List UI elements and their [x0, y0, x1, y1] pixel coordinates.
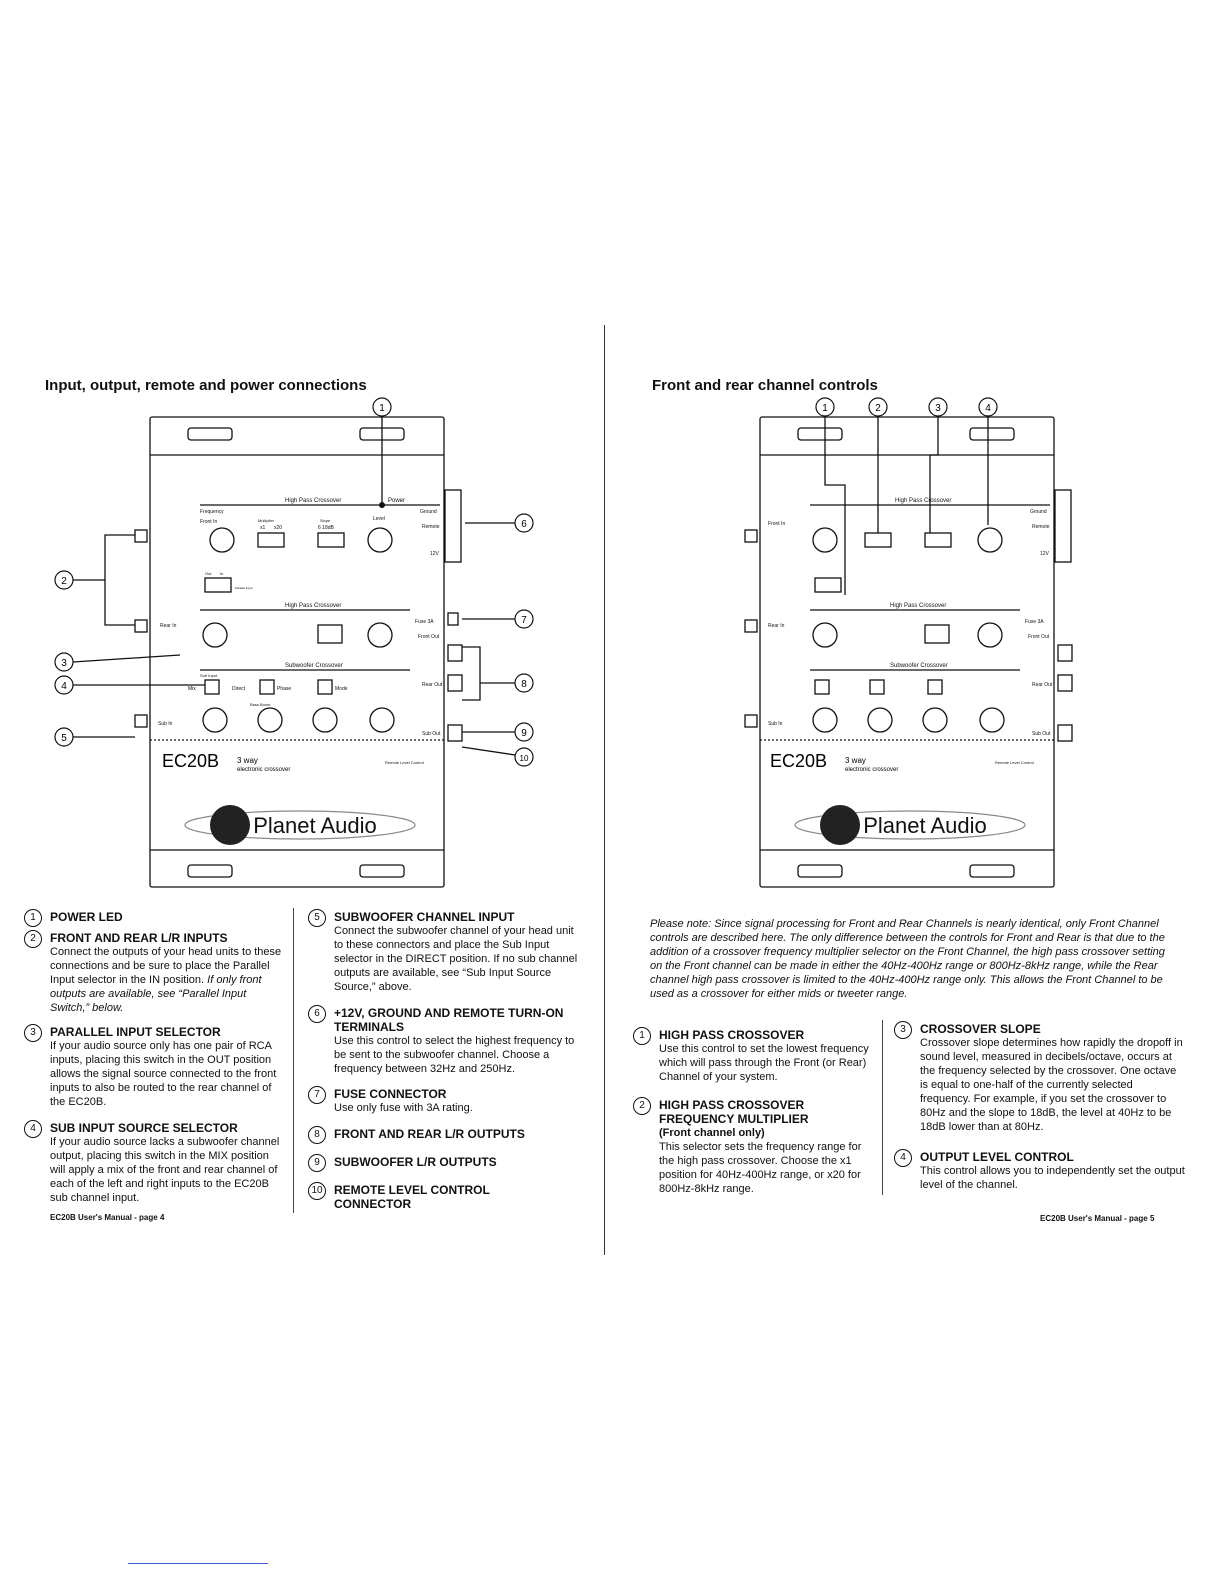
- subwoofer-crossover-label: Subwoofer Crossover: [285, 663, 343, 669]
- direct-label: Direct: [232, 686, 246, 692]
- left-callout-1: 1: [379, 403, 385, 414]
- left-page-title: Input, output, remote and power connecti…: [45, 377, 367, 394]
- multiplier-label: Multiplier: [258, 518, 275, 523]
- in-label: In: [220, 571, 223, 576]
- left-callout-2: 2: [61, 576, 67, 587]
- rear-in-label: Rear In: [160, 623, 177, 629]
- left-callout-10: 10: [520, 754, 529, 763]
- r-rear-in-label: Rear In: [768, 623, 785, 629]
- svg-text:Planet Audio: Planet Audio: [863, 813, 987, 838]
- remote-level-label: Remote Level Control: [385, 760, 424, 765]
- fuse-label: Fuse 3A: [415, 619, 434, 625]
- hp-crossover-label: High Pass Crossover: [285, 498, 341, 504]
- right-callout-4: 4: [985, 403, 991, 414]
- r-model-label: EC20B: [770, 751, 827, 771]
- r-front-in-label: Front In: [768, 521, 785, 527]
- slope-label: Slope: [320, 518, 331, 523]
- bottom-link-line: [128, 1563, 268, 1564]
- r-ground-label: Ground: [1030, 509, 1047, 515]
- r-model-sub-label: 3 way: [845, 756, 866, 765]
- right-column-rule: [882, 1020, 883, 1195]
- level-label: Level: [373, 516, 385, 522]
- r-sub-in-label: Sub In: [768, 721, 783, 727]
- svg-text:Planet Audio: Planet Audio: [253, 813, 377, 838]
- model-desc-label: electronic crossover: [237, 767, 290, 773]
- page-divider: [604, 325, 605, 1255]
- r-hp-crossover-rear-label: High Pass Crossover: [890, 603, 946, 609]
- r-sub-out-label: Sub Out: [1032, 731, 1051, 737]
- out-label: Out: [205, 571, 212, 576]
- remote-label: Remote: [422, 524, 440, 530]
- right-callout-3: 3: [935, 403, 941, 414]
- frequency-label: Frequency: [200, 509, 224, 515]
- left-column-rule: [293, 908, 294, 1213]
- right-callout-2: 2: [875, 403, 881, 414]
- model-sub-label: 3 way: [237, 756, 258, 765]
- x1-x20-label: x1: [260, 525, 266, 531]
- front-in-label: Front In: [200, 519, 217, 525]
- left-callout-6: 6: [521, 519, 527, 530]
- v12-label: 12V: [430, 551, 440, 557]
- r-fuse-label: Fuse 3A: [1025, 619, 1044, 625]
- mix-label: Mix: [188, 686, 196, 692]
- phase-label: Phase: [277, 686, 291, 692]
- rear-out-label: Rear Out: [422, 682, 443, 688]
- parallel-input-label: Parallel Input: [235, 586, 253, 590]
- mode-label: Mode: [335, 686, 348, 692]
- r-rear-out-label: Rear Out: [1032, 682, 1053, 688]
- r-v12-label: 12V: [1040, 551, 1050, 557]
- bass-boost-label: Bass Boost: [250, 702, 271, 707]
- right-page-title: Front and rear channel controls: [652, 377, 878, 394]
- x20-label: x20: [274, 525, 282, 531]
- r-subwoofer-crossover-label: Subwoofer Crossover: [890, 663, 948, 669]
- left-callout-7: 7: [521, 615, 527, 626]
- left-item-6: 6+12V, GROUND AND REMOTE TURN-ON TERMINA…: [308, 1005, 584, 1076]
- left-callout-9: 9: [521, 728, 527, 739]
- r-hp-crossover-label: High Pass Crossover: [895, 498, 951, 504]
- hp-crossover-rear-label: High Pass Crossover: [285, 603, 341, 609]
- left-page-footer: EC20B User's Manual - page 4: [50, 1213, 165, 1222]
- front-out-label: Front Out: [418, 634, 440, 640]
- ground-label: Ground: [420, 509, 437, 515]
- sub-in-label: Sub In: [158, 721, 173, 727]
- right-unit-diagram: 1 2 3 4 High Pass Crossover Ground Remot…: [744, 397, 1073, 888]
- sub-input-label: Sub Input: [200, 673, 218, 678]
- left-callout-3: 3: [61, 658, 67, 669]
- right-callout-1: 1: [822, 403, 828, 414]
- brand-logo: Planet Audio: [184, 805, 416, 845]
- r-remote-label: Remote: [1032, 524, 1050, 530]
- r-front-out-label: Front Out: [1028, 634, 1050, 640]
- r-remote-level-label: Remote Level Control: [995, 760, 1034, 765]
- power-label: Power: [388, 498, 405, 504]
- left-callout-4: 4: [61, 681, 67, 692]
- r-brand-logo: Planet Audio: [794, 805, 1026, 845]
- left-callout-8: 8: [521, 679, 527, 690]
- sub-out-label: Sub Out: [422, 731, 441, 737]
- slope-values: 6 18dB: [318, 525, 335, 531]
- left-callout-5: 5: [61, 733, 67, 744]
- r-model-desc-label: electronic crossover: [845, 767, 898, 773]
- model-label: EC20B: [162, 751, 219, 771]
- left-unit-diagram: 1 6 7 8 9 10 2 3 4 5 High Pass Crossover…: [54, 397, 534, 888]
- right-page-footer: EC20B User's Manual - page 5: [1040, 1214, 1155, 1223]
- right-note: Please note: Since signal processing for…: [650, 918, 1165, 1000]
